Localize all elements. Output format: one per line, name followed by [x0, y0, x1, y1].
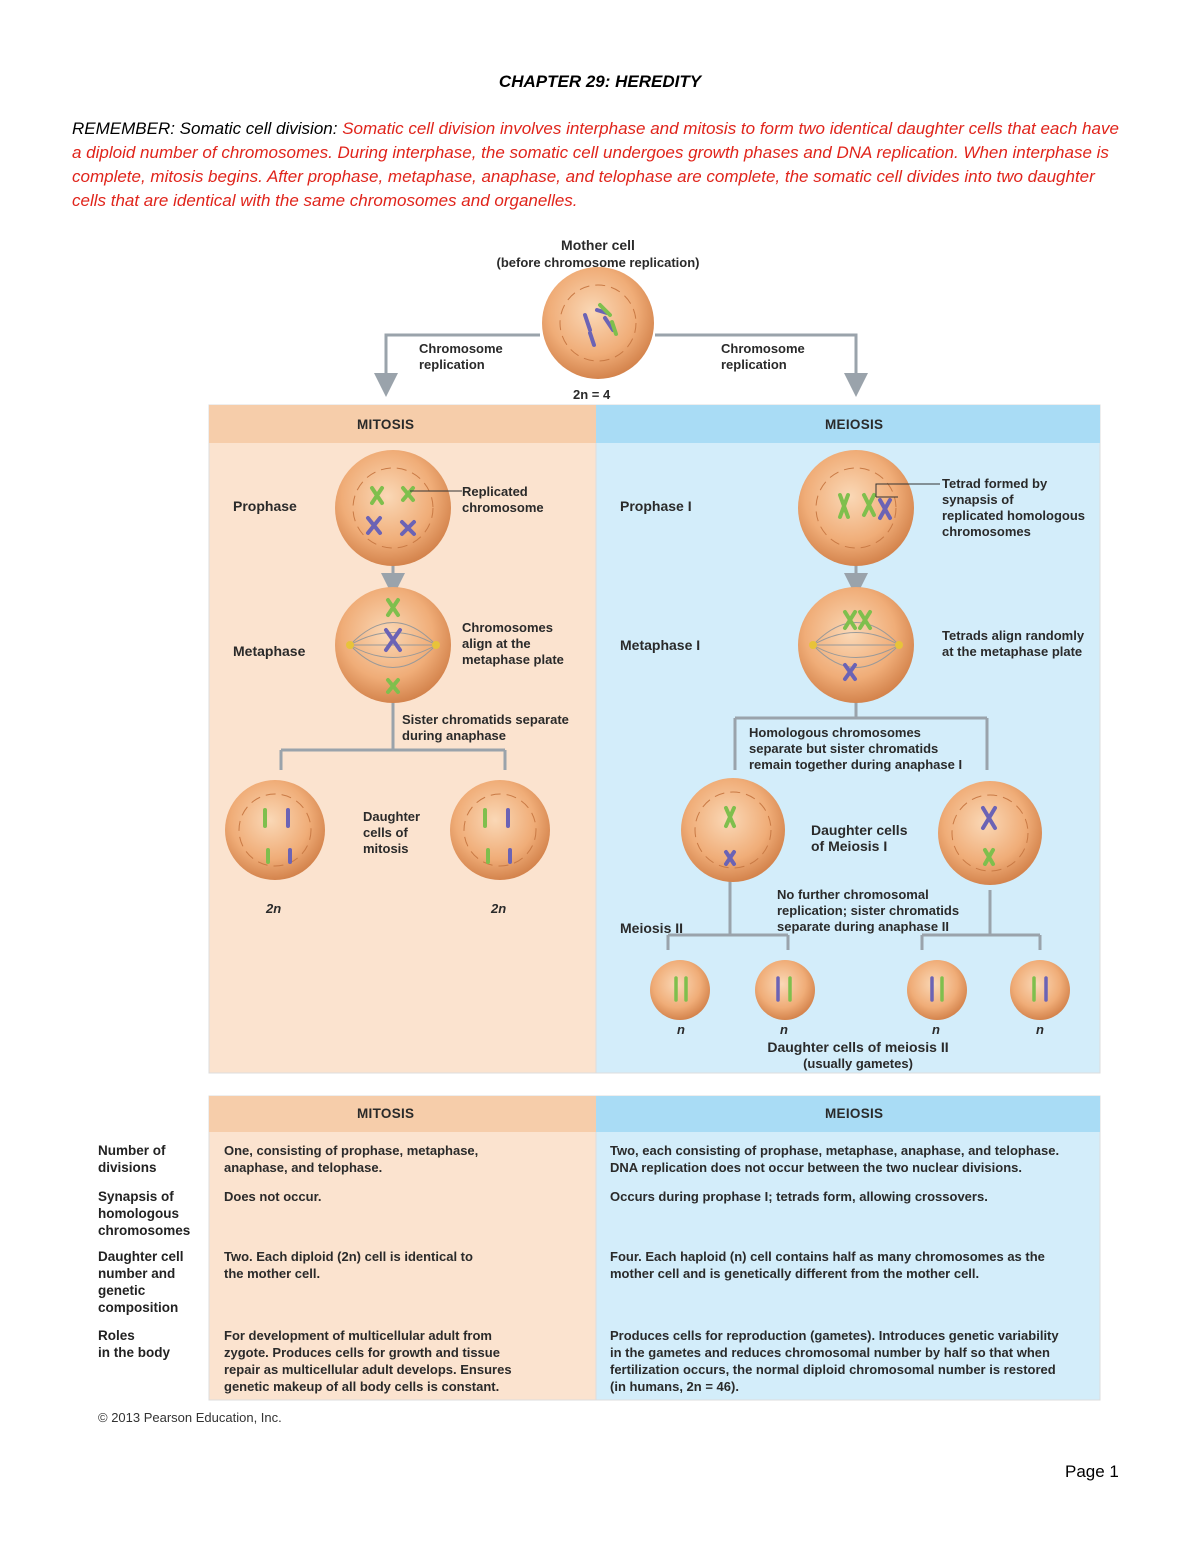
meiosis-2-label: Meiosis II: [620, 920, 684, 936]
metaphase-1-cell: [798, 587, 914, 703]
cell-mitosis-synapsis: Does not occur.: [224, 1189, 322, 1204]
mitosis-2n-right: 2n: [491, 901, 507, 916]
mitosis-header: MITOSIS: [357, 417, 415, 432]
daughter-cell-mitosis-right: [450, 780, 550, 880]
metaphase-cell: [335, 587, 451, 703]
metaphase-1-label: Metaphase I: [620, 637, 701, 653]
remember-label: REMEMBER: Somatic cell division:: [72, 119, 343, 138]
daughter-cell-mitosis-left: [225, 780, 325, 880]
gamete-n-4: n: [1036, 1022, 1044, 1037]
gamete-n-3: n: [932, 1022, 940, 1037]
mitosis-2n-left: 2n: [266, 901, 282, 916]
meiosis-header-bar: [596, 405, 1100, 443]
tetrad-leader: [875, 483, 940, 498]
remember-paragraph: REMEMBER: Somatic cell division: Somatic…: [72, 117, 1132, 213]
meiosis-header: MEIOSIS: [825, 417, 884, 432]
cell-mitosis-roles: For development of multicellular adult f…: [224, 1328, 512, 1394]
cell-mitosis-divisions: One, consisting of prophase, metaphase,a…: [224, 1143, 479, 1175]
gamete-n-2: n: [780, 1022, 788, 1037]
mitosis-header-bar: [209, 405, 596, 443]
metaphase-label: Metaphase: [233, 643, 306, 659]
connector-lines: [279, 333, 1042, 950]
prophase-1-label: Prophase I: [620, 498, 692, 514]
table-meiosis-column: [595, 1095, 1101, 1401]
table-mitosis-header: [209, 1096, 596, 1132]
ploidy-label: 2n = 4: [573, 387, 611, 402]
mother-cell-label: Mother cell: [561, 237, 635, 253]
mother-cell: [542, 267, 654, 379]
copyright-notice: © 2013 Pearson Education, Inc.: [98, 1410, 282, 1425]
table-header-meiosis: MEIOSIS: [825, 1106, 884, 1121]
table-header-mitosis: MITOSIS: [357, 1106, 415, 1121]
cell-meiosis-daughter: Four. Each haploid (n) cell contains hal…: [610, 1249, 1045, 1281]
daughter-meiosis-2-sub: (usually gametes): [803, 1056, 913, 1071]
gamete-n-1: n: [677, 1022, 685, 1037]
daughter-meiosis-2-label: Daughter cells of meiosis II: [767, 1039, 949, 1055]
page-number: Page 1: [1065, 1462, 1119, 1481]
cell-meiosis-roles: Produces cells for reproduction (gametes…: [610, 1328, 1059, 1394]
gamete-cells: [650, 960, 1070, 1020]
chapter-title: CHAPTER 29: HEREDITY: [498, 72, 702, 91]
daughter-cell-meiosis-1-right: [938, 781, 1042, 885]
daughter-cell-meiosis-1-left: [681, 778, 785, 882]
remember-text: Somatic cell division involves interphas…: [72, 119, 1119, 210]
table-mitosis-column: [208, 1095, 597, 1401]
table-meiosis-header: [596, 1096, 1100, 1132]
cell-meiosis-divisions: Two, each consisting of prophase, metaph…: [610, 1143, 1060, 1175]
cell-mitosis-daughter: Two. Each diploid (2n) cell is identical…: [224, 1249, 473, 1281]
prophase-label: Prophase: [233, 498, 297, 514]
mother-cell-sub: (before chromosome replication): [496, 255, 700, 270]
cell-meiosis-synapsis: Occurs during prophase I; tetrads form, …: [610, 1189, 988, 1204]
prophase-1-cell: [798, 450, 914, 566]
prophase-cell: [335, 450, 451, 566]
